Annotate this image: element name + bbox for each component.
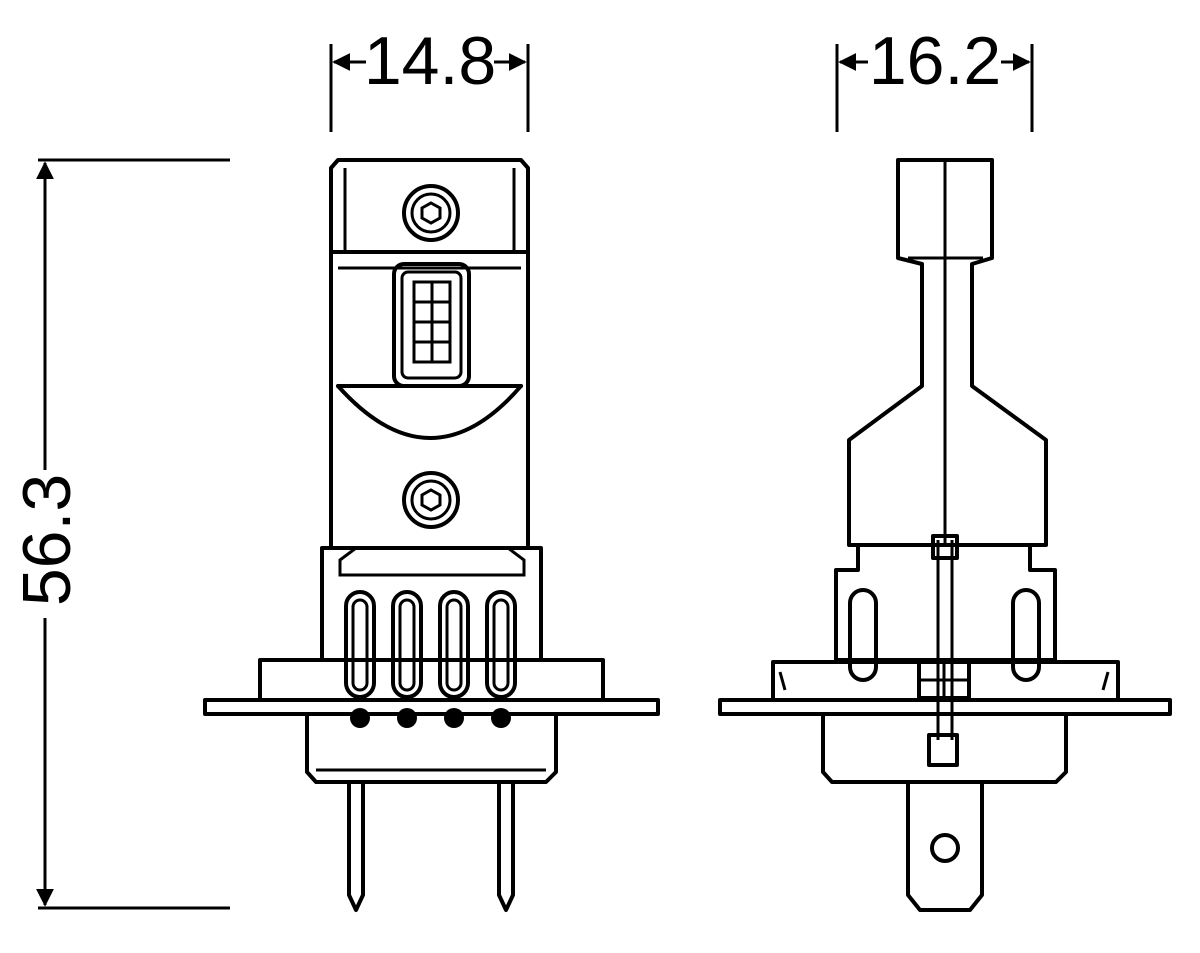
height-label: 56.3 <box>9 474 85 606</box>
side-width-label: 16.2 <box>869 23 1001 99</box>
side-view <box>718 158 1172 912</box>
front-width-label: 14.8 <box>364 23 496 99</box>
height-dimension: 56.3 <box>9 158 230 910</box>
front-width-dimension: 14.8 <box>329 23 530 132</box>
side-width-dimension: 16.2 <box>835 23 1034 132</box>
front-tabs <box>344 590 517 699</box>
front-view <box>203 158 660 912</box>
